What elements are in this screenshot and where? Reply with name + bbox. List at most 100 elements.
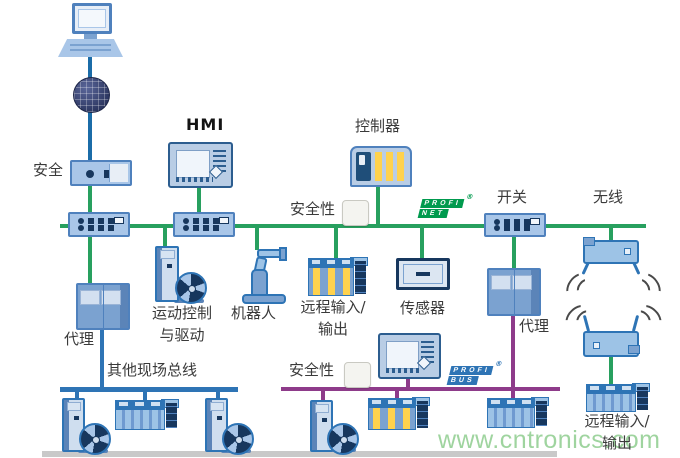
safety-stub-io-2 bbox=[511, 391, 515, 399]
robot-base bbox=[242, 294, 286, 304]
wireless-remote-io-rack bbox=[586, 383, 650, 412]
uplink-port bbox=[530, 218, 540, 225]
uplink-port bbox=[219, 217, 229, 224]
io-side-module bbox=[166, 403, 177, 428]
registered-mark: ® bbox=[494, 360, 504, 368]
safety-io-rack-2 bbox=[487, 397, 549, 428]
gateway-panel bbox=[109, 164, 128, 182]
io-side-module bbox=[536, 401, 547, 426]
label-switch: 开关 bbox=[497, 188, 528, 206]
cabinet-window bbox=[491, 275, 511, 290]
link-proxy-right-to-safety-bus bbox=[511, 316, 515, 388]
robot-body bbox=[251, 269, 268, 296]
io-side-module bbox=[355, 261, 366, 294]
profibus-logo-top: PROFI bbox=[449, 366, 494, 375]
label-controller: 控制器 bbox=[355, 117, 401, 135]
link-bus-to-drive bbox=[163, 228, 167, 248]
indicator-dot bbox=[86, 170, 94, 178]
profibus-logo: PROFI BUS ® bbox=[446, 360, 503, 385]
registered-mark: ® bbox=[465, 193, 475, 201]
label-proxy-right: 代理 bbox=[519, 317, 550, 335]
fieldbus-io-rack bbox=[115, 399, 179, 430]
label-motion-control-1: 运动控制 bbox=[151, 304, 213, 322]
fieldbus-bus bbox=[60, 387, 238, 392]
io-connectors bbox=[308, 258, 354, 267]
safety-module-icon-2 bbox=[344, 362, 371, 388]
ap-led bbox=[624, 248, 631, 255]
label-remote-io-mid-1: 远程输入/ bbox=[300, 298, 366, 316]
security-gateway-device bbox=[70, 160, 132, 186]
label-wireless: 无线 bbox=[593, 188, 624, 206]
link-bus-to-sensor bbox=[420, 228, 424, 259]
hmi-screen bbox=[176, 150, 210, 179]
cooling-fan-icon bbox=[175, 272, 207, 304]
cooling-fan-icon bbox=[327, 423, 359, 455]
link-switch-to-proxy-right bbox=[512, 237, 516, 269]
io-connectors bbox=[368, 398, 416, 407]
link-bus-to-robot bbox=[255, 228, 259, 250]
io-side-module bbox=[417, 401, 428, 428]
internet-globe-icon bbox=[73, 77, 110, 113]
cabinet-divider bbox=[103, 285, 104, 328]
label-remote-io-right-2: 输出 bbox=[601, 434, 633, 452]
hmi-button-row bbox=[176, 177, 213, 182]
profinet-logo-top: PROFI bbox=[420, 199, 465, 208]
indicator-square bbox=[104, 170, 112, 178]
io-modules bbox=[487, 407, 535, 428]
fieldbus-stub-1 bbox=[75, 392, 79, 399]
network-switch-3 bbox=[484, 213, 546, 237]
cabinet-window bbox=[80, 290, 100, 305]
link-bus-to-wireless-ap bbox=[609, 228, 613, 241]
desktop-monitor-icon bbox=[72, 3, 112, 34]
hmi-screen bbox=[386, 341, 419, 370]
remote-io-rack-1 bbox=[308, 257, 368, 296]
ap-connector bbox=[583, 237, 595, 246]
safety-io-rack-1 bbox=[368, 397, 430, 430]
safety-bus bbox=[281, 387, 560, 391]
ethernet-bus bbox=[60, 224, 646, 228]
io-modules bbox=[115, 409, 165, 430]
profinet-logo: PROFI NET ® bbox=[417, 193, 474, 218]
proxy-cabinet-left bbox=[76, 283, 130, 330]
link-hmi2-to-safety-bus bbox=[406, 379, 410, 388]
io-modules bbox=[586, 393, 636, 412]
label-robot: 机器人 bbox=[231, 304, 277, 322]
wireless-client bbox=[583, 331, 640, 357]
hmi-panel bbox=[168, 142, 233, 188]
link-client-to-remote-io bbox=[609, 356, 613, 385]
io-modules bbox=[308, 267, 354, 296]
client-connector bbox=[628, 345, 640, 354]
robot-arm bbox=[240, 246, 288, 304]
hmi-panel-2 bbox=[378, 333, 441, 379]
fieldbus-stub-3 bbox=[216, 392, 220, 399]
floor-shadow bbox=[42, 451, 557, 457]
plc-controller bbox=[350, 146, 412, 187]
robot-wrist bbox=[279, 247, 287, 261]
link-switch-to-proxy-left bbox=[88, 237, 92, 283]
label-sensor: 传感器 bbox=[400, 299, 446, 317]
io-connectors bbox=[586, 384, 636, 393]
link-controller-to-bus bbox=[376, 187, 380, 224]
link-hmi-to-bus bbox=[197, 188, 201, 224]
sensor-device bbox=[396, 258, 450, 290]
label-safety-lower: 安全性 bbox=[289, 361, 335, 379]
wireless-access-point bbox=[583, 237, 639, 264]
cabinet-window bbox=[512, 275, 532, 290]
cooling-fan-icon bbox=[79, 423, 111, 455]
io-connectors bbox=[487, 398, 535, 407]
profibus-logo-bottom: BUS bbox=[446, 376, 479, 385]
io-connectors bbox=[115, 400, 165, 409]
proxy-cabinet-right bbox=[487, 268, 541, 316]
cooling-fan-icon bbox=[222, 423, 254, 455]
label-proxy-left: 代理 bbox=[64, 330, 95, 348]
label-remote-io-mid-2: 输出 bbox=[317, 320, 349, 338]
uplink-port bbox=[114, 217, 124, 224]
link-proxy-left-to-fieldbus bbox=[100, 330, 104, 388]
hmi-button-row bbox=[386, 368, 422, 373]
network-switch-2 bbox=[173, 212, 235, 237]
fieldbus-stub-2 bbox=[143, 392, 147, 401]
network-switch-1 bbox=[68, 212, 130, 237]
io-modules bbox=[368, 407, 416, 430]
cpu-module bbox=[356, 152, 371, 181]
